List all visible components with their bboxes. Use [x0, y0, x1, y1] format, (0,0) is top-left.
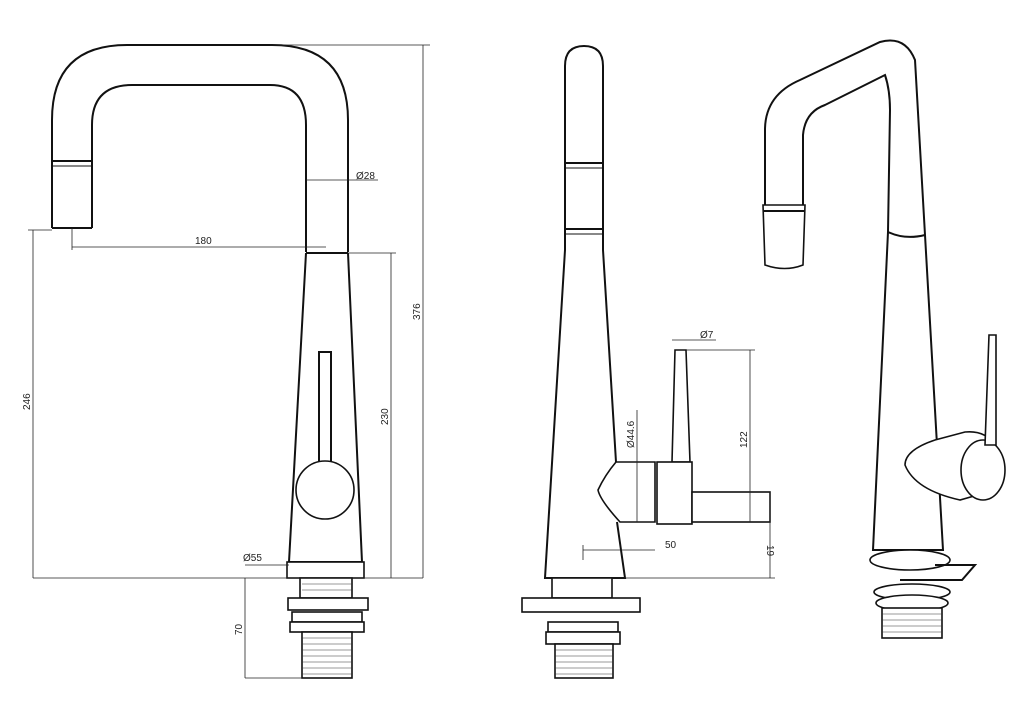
- dim-handle-projection: 50: [665, 540, 677, 551]
- spout-perspective-inner: [802, 73, 892, 233]
- spout-tube: [564, 44, 604, 250]
- side-view: Ø7 Ø44.6 122 19 50: [521, 44, 775, 679]
- spout-outer: [51, 44, 349, 252]
- lever-side: [671, 349, 691, 463]
- spout-inner: [91, 84, 307, 252]
- handle-arm: [691, 491, 771, 523]
- handle-cap: [960, 439, 1006, 501]
- lever-perspective: [984, 334, 997, 446]
- handle-hub: [597, 461, 656, 523]
- perspective-view: [762, 39, 1006, 639]
- front-dimensions: [28, 44, 430, 679]
- mounting-shank: [287, 577, 369, 679]
- dim-lever-height: 122: [739, 431, 750, 448]
- dim-base-diameter: Ø55: [243, 553, 262, 564]
- dim-spout-height: 246: [22, 393, 33, 410]
- body-base: [286, 561, 365, 579]
- faucet-body-side: [543, 249, 627, 579]
- dim-handle-diameter: Ø44.6: [626, 420, 637, 448]
- front-view: Ø28 180 376 246 230 Ø55 70: [22, 44, 430, 679]
- dim-handle-offset: 19: [764, 545, 775, 557]
- dim-reach: 180: [195, 236, 212, 247]
- dim-total-height: 376: [412, 303, 423, 320]
- lever: [318, 351, 332, 466]
- nozzle: [762, 204, 806, 270]
- side-dimensions: [545, 339, 775, 579]
- body-perspective: [871, 231, 945, 551]
- dim-shank-length: 70: [234, 623, 245, 635]
- handle-body: [656, 461, 693, 525]
- handle-knob: [295, 460, 355, 520]
- base-perspective: [869, 549, 978, 639]
- dim-spout-diameter: Ø28: [356, 171, 375, 182]
- mounting-shank-side: [521, 577, 641, 679]
- dim-body-height: 230: [380, 408, 391, 425]
- spout-perspective-outer: [764, 39, 926, 236]
- dim-lever-diameter: Ø7: [700, 330, 714, 341]
